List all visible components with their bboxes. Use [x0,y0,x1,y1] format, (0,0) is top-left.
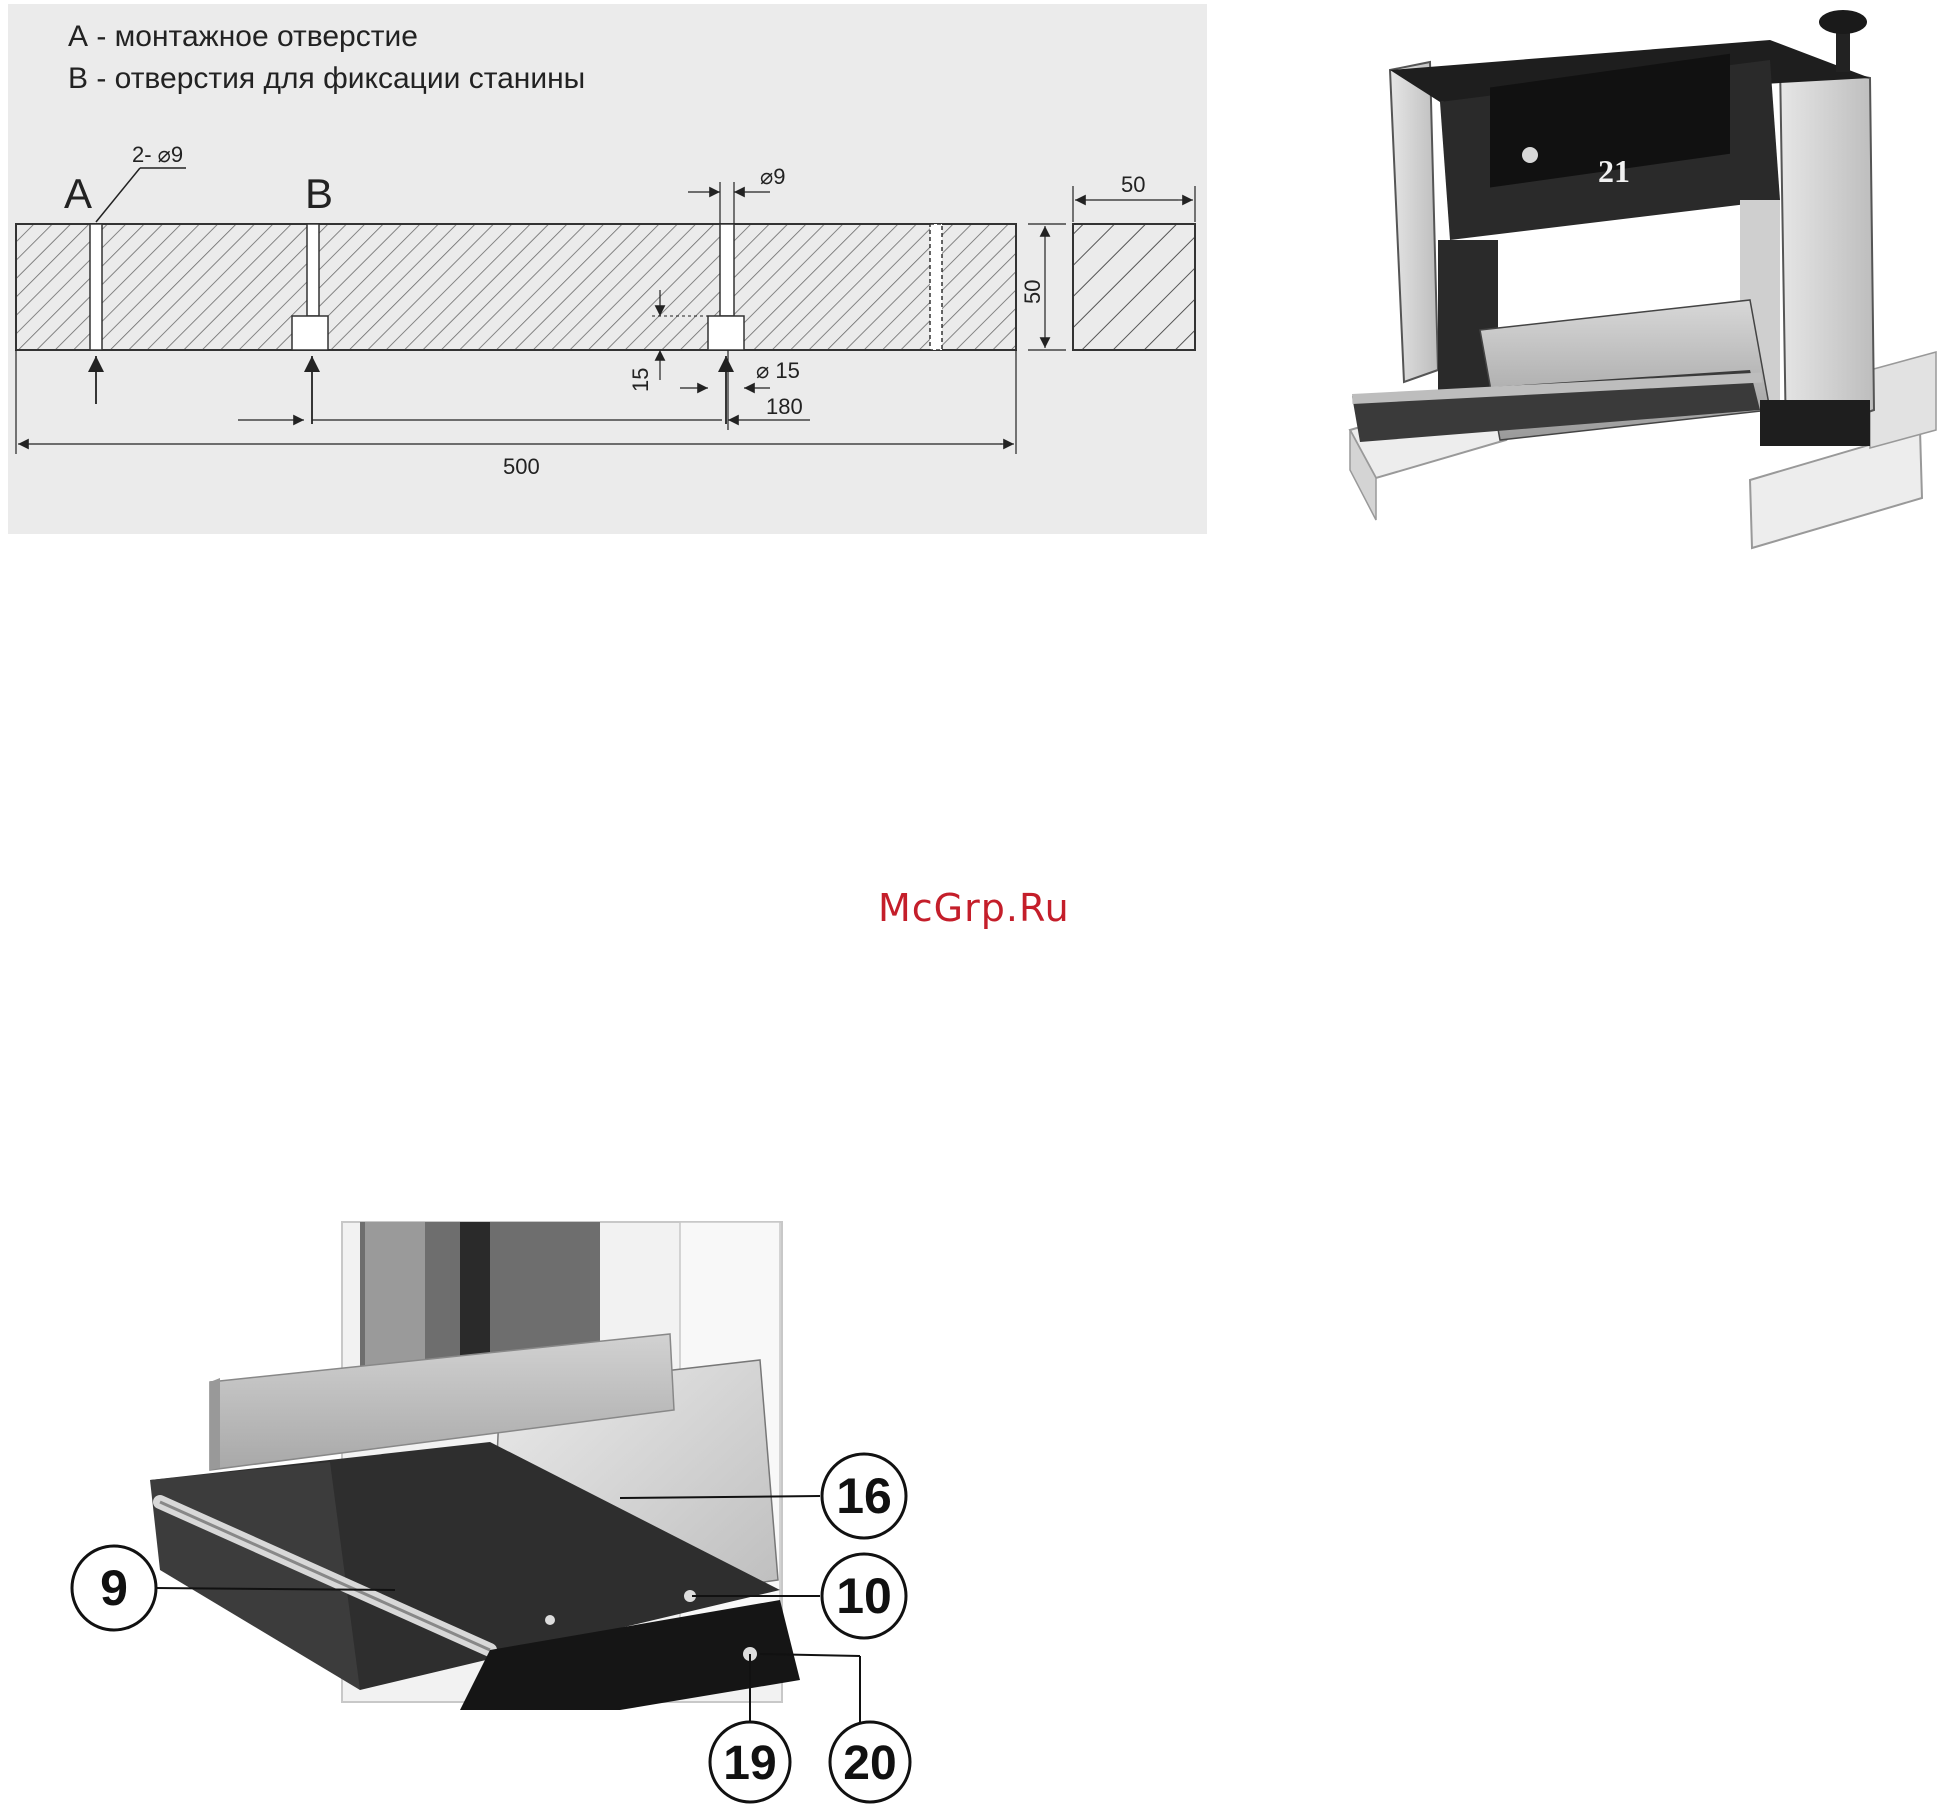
dim-hole-diameter: ⌀9 [760,164,785,189]
legend-line-a: А - монтажное отверстие [68,20,418,53]
dim-length: 500 [503,454,540,479]
dim-depth: 15 [628,368,653,392]
svg-text:20: 20 [843,1737,896,1790]
dim-two-holes: 2- ⌀9 [132,142,183,167]
mounting-hole-a [90,224,102,350]
callout-9: 9 [72,1546,156,1630]
svg-text:19: 19 [723,1737,776,1790]
label-hole-a: A [64,170,92,217]
planer-machine-photo: 21 [1330,0,1943,560]
watermark-text: McGrp.Ru [878,886,1070,930]
dim-section-width: 50 [1121,172,1145,197]
board-cross-section [1073,224,1195,350]
callout-20: 20 [830,1722,910,1802]
svg-text:10: 10 [836,1568,892,1624]
svg-text:16: 16 [836,1468,892,1524]
svg-text:9: 9 [100,1560,128,1616]
label-hole-b: B [305,170,333,217]
board-side-view [16,224,1016,350]
machine-badge: 21 [1598,153,1630,189]
mounting-hole-a-2 [930,224,942,350]
dim-counterbore: ⌀ 15 [756,358,800,383]
dim-offset: 180 [766,394,803,419]
dim-height: 50 [1020,280,1045,304]
infeed-table-photo: 16 9 10 19 20 [60,1210,960,1814]
callout-10: 10 [822,1554,906,1638]
mounting-board-drawing: А - монтажное отверстие В - отверстия дл… [0,0,1215,540]
callout-16: 16 [822,1454,906,1538]
legend-line-b: В - отверстия для фиксации станины [68,62,585,95]
callout-19: 19 [710,1722,790,1802]
